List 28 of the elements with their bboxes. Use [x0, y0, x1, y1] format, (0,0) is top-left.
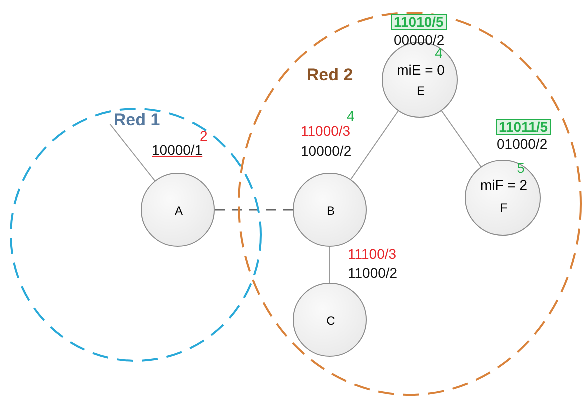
node-annotation: 11100/3	[348, 247, 397, 261]
node-label: C	[326, 315, 336, 327]
node-value: miF = 2	[480, 178, 528, 192]
node-annotation: 4	[347, 109, 355, 123]
node-label: F	[500, 202, 508, 214]
node-label: B	[327, 205, 335, 217]
dashed-circle-zone	[238, 12, 582, 396]
node-label: E	[417, 85, 425, 97]
node-value: 4	[435, 46, 443, 60]
node-annotation: 11000/3	[301, 124, 351, 138]
connector-line	[110, 124, 156, 182]
node-annotation: 11000/2	[348, 266, 398, 280]
node-label: A	[175, 205, 183, 217]
zone-label: Red 1	[114, 112, 160, 128]
node-annotation: 10000/2	[301, 144, 352, 158]
connector-line	[350, 110, 399, 180]
node-value: miE = 0	[397, 63, 445, 77]
node-annotation: 01000/2	[497, 137, 548, 151]
connector-line	[441, 110, 482, 168]
node-annotation: 10000/1	[152, 143, 203, 157]
node-annotation: 2	[200, 129, 208, 143]
boxed-annotation: 11010/5	[391, 14, 447, 30]
node-annotation: 00000/2	[394, 33, 445, 47]
zone-label: Red 2	[306, 66, 354, 84]
connector-line	[215, 209, 293, 211]
boxed-annotation: 11011/5	[496, 119, 552, 135]
dashed-circle-zone	[10, 108, 262, 362]
node-value: 5	[517, 161, 525, 175]
